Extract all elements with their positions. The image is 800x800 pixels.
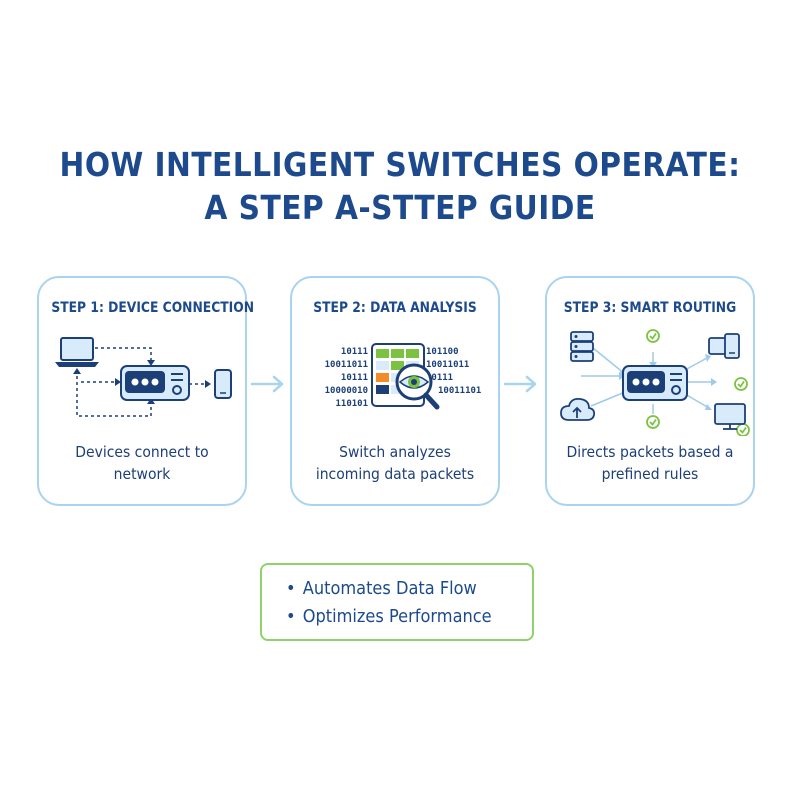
step-2-card: STEP 2: DATA ANALYSIS 10111 10011011 101… [290, 276, 500, 506]
benefit-item: • Optimizes Performance [286, 603, 507, 631]
check-icon [734, 377, 748, 391]
step-1-caption: Devices connect to network [75, 443, 209, 483]
routing-lines [581, 347, 715, 414]
step-3-caption: Directs packets based a prefined rules [566, 443, 734, 483]
step-2-heading: STEP 2: DATA ANALYSIS [313, 300, 477, 316]
benefits-box: • Automates Data Flow • Optimizes Performa… [260, 563, 534, 641]
binary-left-line: 10000010 [325, 386, 368, 396]
binary-right: 101100 10011011 10111 10011101 [426, 347, 481, 396]
step-3-card: STEP 3: SMART ROUTING [545, 276, 755, 506]
step-3-illustration [560, 329, 750, 436]
binary-left-line: 110101 [335, 399, 368, 409]
bullet-icon: • [286, 606, 296, 627]
binary-left-line: 10111 [341, 347, 368, 357]
step-1-heading: STEP 1: DEVICE CONNECTION [51, 300, 255, 316]
step-1-card: STEP 1: DEVICE CONNECTION [37, 276, 255, 506]
arrowheads [73, 360, 211, 404]
devices-icon [708, 333, 740, 359]
benefit-text: Automates Data Flow [302, 578, 477, 599]
server-icon [570, 331, 594, 362]
binary-left: 10111 10011011 10111 10000010 110101 [325, 347, 368, 409]
binary-right-line: 10011101 [438, 386, 481, 396]
bullet-icon: • [286, 578, 296, 599]
check-icon [646, 329, 660, 343]
arrow-right-icon [250, 375, 284, 393]
step-3-heading: STEP 3: SMART ROUTING [563, 300, 737, 316]
magnifier-eye-icon [395, 363, 440, 410]
laptop-icon [55, 337, 99, 367]
benefit-text: Optimizes Performance [302, 606, 492, 627]
step-2-illustration: 10111 10011011 10111 10000010 110101 101… [325, 343, 481, 410]
step-2-caption: Switch analyzes incoming data packets [315, 443, 475, 483]
page-title-line-2: A STEP A-STTEP GUIDE [204, 188, 596, 227]
binary-left-line: 10111 [341, 373, 368, 383]
page-title-line-1: HOW INTELLIGENT SWITCHES OPERATE: [59, 145, 741, 184]
benefit-item: • Automates Data Flow [286, 575, 507, 603]
check-icon [736, 423, 750, 436]
smartphone-icon [214, 369, 232, 399]
check-icon [646, 415, 660, 429]
binary-right-line: 10111 [426, 373, 453, 383]
step-1-illustration [55, 337, 232, 417]
binary-right-line: 101100 [426, 347, 459, 357]
connection-lines [76, 347, 207, 417]
binary-right-line: 10011011 [426, 360, 469, 370]
cloud-upload-icon [560, 397, 596, 421]
monitor-icon [714, 403, 746, 430]
arrow-right-icon [503, 375, 537, 393]
switch-icon [622, 365, 688, 401]
switch-icon [120, 365, 190, 401]
binary-left-line: 10011011 [325, 360, 368, 370]
